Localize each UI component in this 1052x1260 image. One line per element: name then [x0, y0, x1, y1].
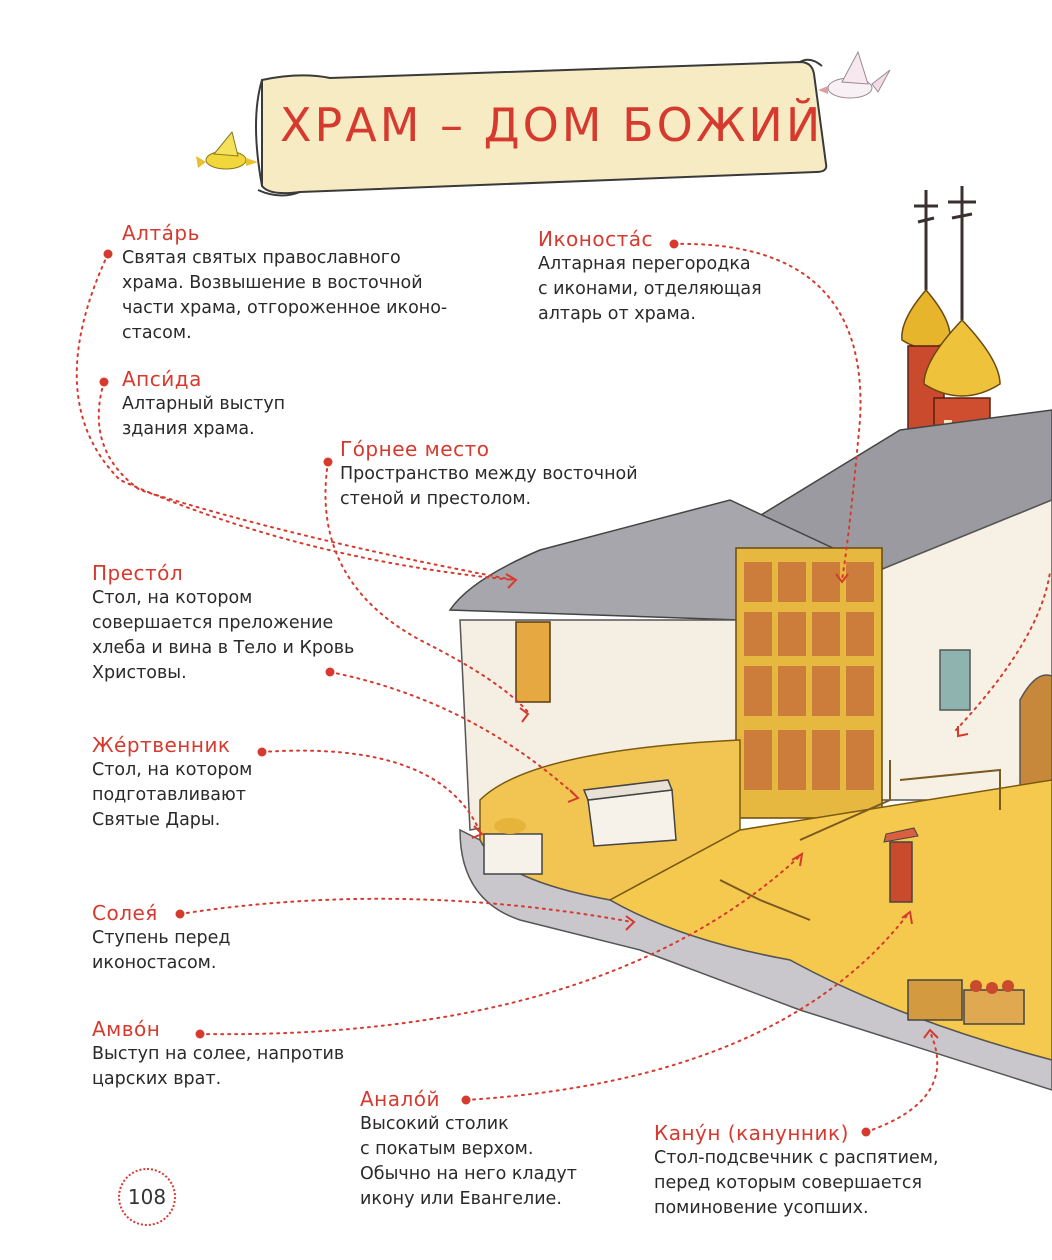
entry-term: Иконоста́с — [538, 227, 653, 251]
entry-prestol: Престо́л Стол, на котором совершается пр… — [92, 560, 354, 686]
entry-term: Анало́й — [360, 1087, 441, 1111]
entry-ambon: Амво́н Выступ на солее, напротив царских… — [92, 1016, 344, 1092]
entry-term: Апси́да — [122, 367, 202, 391]
title-banner — [255, 58, 828, 197]
entry-description: Выступ на солее, напротив царских врат. — [92, 1044, 345, 1089]
entry-term: Алта́рь — [122, 221, 200, 245]
leader-dots — [99, 239, 871, 1137]
entry-term: Солея́ — [92, 901, 158, 925]
entry-high-place: Го́рнее место Пространство между восточн… — [340, 436, 638, 512]
railings — [719, 760, 1001, 921]
entry-description: Высокий столик с покатым верхом. Обычно … — [360, 1114, 577, 1209]
entry-soleya: Солея́ Ступень перед иконостасом. — [92, 900, 230, 976]
leader-lines — [75, 242, 1051, 1133]
entry-altar: Алта́рь Святая святых православного храм… — [122, 220, 447, 346]
entry-term: Кану́н (канунник) — [654, 1121, 849, 1145]
entry-term: Же́ртвенник — [92, 733, 231, 757]
entry-description: Стол-подсвечник с распятием, перед котор… — [654, 1148, 939, 1218]
kanun-table — [907, 979, 1025, 1025]
entry-description: Ступень перед иконостасом. — [92, 928, 231, 973]
page-title: ХРАМ – ДОМ БОЖИЙ — [280, 98, 824, 152]
entry-kanun: Кану́н (канунник) Стол-подсвечник с расп… — [654, 1120, 939, 1221]
entry-term: Амво́н — [92, 1017, 161, 1041]
page-number: 108 — [118, 1168, 176, 1226]
iconostasis-wall — [735, 547, 883, 819]
altar-table-prestol — [582, 779, 677, 847]
entry-description: Алтарный выступ здания храма. — [122, 394, 286, 439]
dove-left-icon — [196, 130, 258, 170]
entry-iconostasis: Иконоста́с Алтарная перегородка с иконам… — [538, 226, 762, 327]
dove-right-icon — [818, 50, 891, 99]
entry-analoy: Анало́й Высокий столик с покатым верхом.… — [360, 1086, 577, 1212]
entry-description: Стол, на котором подготавливают Святые Д… — [92, 760, 253, 830]
entry-apse: Апси́да Алтарный выступ здания храма. — [122, 366, 285, 442]
entry-description: Святая святых православного храма. Возвы… — [122, 248, 448, 343]
zhertvennik-table — [483, 818, 543, 875]
entry-description: Алтарная перегородка с иконами, отделяющ… — [538, 254, 762, 324]
analoy-stand — [883, 827, 919, 903]
entry-term: Престо́л — [92, 561, 184, 585]
crosses-icon — [914, 186, 976, 320]
entry-description: Пространство между восточной стеной и пр… — [340, 464, 638, 509]
leader-arrowheads — [471, 573, 969, 1039]
entry-term: Го́рнее место — [340, 437, 490, 461]
entry-zhertvennik: Же́ртвенник Стол, на котором подготавлив… — [92, 732, 252, 833]
entry-description: Стол, на котором совершается преложение … — [92, 588, 355, 683]
